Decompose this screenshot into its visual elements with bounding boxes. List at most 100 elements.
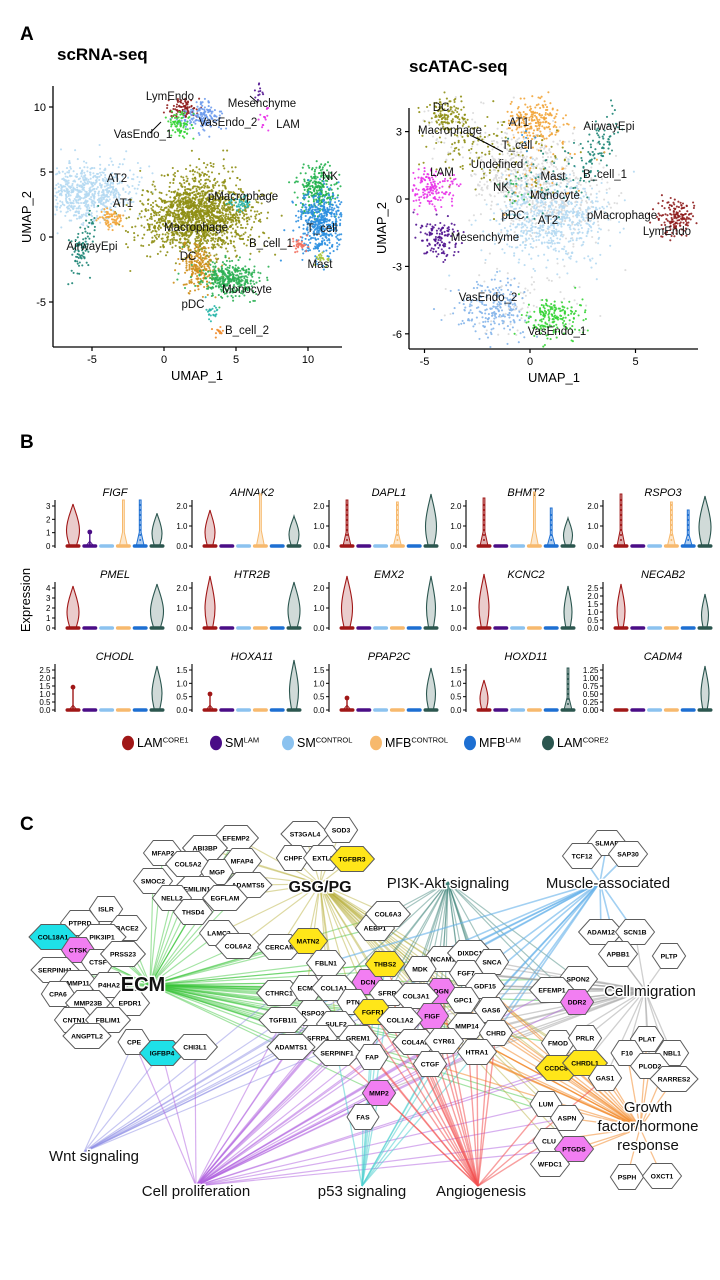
gene-node-FAS: FAS <box>346 1104 380 1130</box>
cluster-pDC <box>204 296 219 323</box>
legend-item-LAM-CORE1: LAMCORE1 <box>122 736 189 751</box>
expression-axis-label: Expression <box>18 568 33 632</box>
svg-text:5: 5 <box>233 354 239 366</box>
hub-label: Cell proliferation <box>142 1183 250 1200</box>
gene-node-EGFLAM: EGFLAM <box>201 885 249 911</box>
panel-b-label: B <box>20 432 34 453</box>
hub-label: GSG/PG <box>288 879 351 896</box>
svg-text:5: 5 <box>40 167 46 179</box>
gene-node-SAP30: SAP30 <box>607 841 649 867</box>
svg-text:-5: -5 <box>420 356 430 368</box>
cluster-label: pDC <box>181 299 204 311</box>
cluster-label: T_cell <box>307 223 338 235</box>
gene-node-COL6A3: COL6A3 <box>364 901 412 927</box>
plot-title: scRNA-seq <box>57 45 148 64</box>
gene-node-CTGF: CTGF <box>412 1051 448 1077</box>
svg-text:0: 0 <box>161 354 167 366</box>
legend-item-SM-LAM: SMLAM <box>210 736 259 751</box>
svg-text:-3: -3 <box>392 261 402 273</box>
gene-node-SCN1B: SCN1B <box>614 919 656 945</box>
cluster-T_cell <box>279 178 343 271</box>
gene-title: PMEL <box>100 569 130 581</box>
cluster-label: AT2 <box>538 215 558 227</box>
cluster-AT2 <box>54 143 154 251</box>
panel-c-label: C <box>20 814 34 835</box>
gene-title: KCNC2 <box>507 569 544 581</box>
gene-title: CADM4 <box>644 651 683 663</box>
hub-label: Wnt signaling <box>49 1148 139 1165</box>
cluster-B_cell_2 <box>210 325 224 339</box>
hub-label: Cell migration <box>604 983 696 1000</box>
gene-node-ST3GAL4: ST3GAL4 <box>280 821 330 847</box>
violin-expression-grid: ExpressionFIGF0123AHNAK20.01.02.0DAPL10.… <box>18 487 713 751</box>
gene-node-GAS1: GAS1 <box>587 1065 623 1091</box>
gene-title: HOXD11 <box>504 651 547 663</box>
svg-text:-5: -5 <box>36 297 46 309</box>
cluster-label: LymEndo <box>146 91 194 103</box>
gene-title: AHNAK2 <box>229 487 274 499</box>
cluster-B_cell_1 <box>288 234 310 254</box>
cluster-label: LAM <box>276 119 300 131</box>
svg-text:-6: -6 <box>392 329 402 341</box>
cluster-VasEndo_2 <box>432 270 539 349</box>
svg-text:10: 10 <box>34 102 46 114</box>
gene-node-PRSS23: PRSS23 <box>99 941 147 967</box>
cluster-speckle <box>153 149 239 216</box>
cluster-label: Mesenchyme <box>451 232 519 244</box>
cluster-VasEndo_1 <box>513 286 589 348</box>
cluster-label: Macrophage <box>418 125 482 137</box>
gene-node-HTRA1: HTRA1 <box>456 1039 498 1065</box>
svg-text:10: 10 <box>302 354 314 366</box>
cluster-pMacrophage <box>225 193 251 214</box>
legend-item-MFB-CONTROL: MFBCONTROL <box>370 736 448 751</box>
cluster-LAM <box>257 106 270 132</box>
svg-text:0: 0 <box>40 232 46 244</box>
cluster-Mesenchyme <box>253 82 265 101</box>
gene-title: DAPL1 <box>372 487 407 499</box>
cluster-label: pDC <box>501 210 524 222</box>
cluster-label: AT1 <box>509 117 529 129</box>
gene-title: FIGF <box>102 487 128 499</box>
gene-node-ANGPTL2: ANGPTL2 <box>62 1023 112 1049</box>
cluster-label: DC <box>433 102 450 114</box>
legend-item-LAM-CORE2: LAMCORE2 <box>542 736 609 751</box>
cluster-Mast <box>313 251 330 268</box>
cluster-label: AirwayEpi <box>66 241 117 253</box>
cluster-VasEndo_2 <box>169 97 228 138</box>
y-axis-label: UMAP_2 <box>374 202 389 254</box>
gene-node-MDK: MDK <box>403 956 437 982</box>
cluster-NK <box>288 160 342 221</box>
x-axis-label: UMAP_1 <box>528 370 580 385</box>
gene-node-FMOD: FMOD <box>540 1030 576 1056</box>
svg-text:0: 0 <box>396 194 402 206</box>
gene-title: BHMT2 <box>507 487 544 499</box>
cluster-Monocyte <box>176 245 270 309</box>
gene-title: EMX2 <box>374 569 404 581</box>
hub-label: p53 signaling <box>318 1183 406 1200</box>
gene-node-CHI3L1: CHI3L1 <box>171 1034 219 1060</box>
cluster-label: Monocyte <box>222 284 272 296</box>
gene-node-MATN2: MATN2 <box>287 928 329 954</box>
gene-node-TGFB1I1: TGFB1I1 <box>258 1007 308 1033</box>
cluster-label: NK <box>493 182 509 194</box>
hub-label: ECM <box>121 974 165 996</box>
cluster-label: B_cell_1 <box>583 169 627 181</box>
cluster-label: AirwayEpi <box>583 121 634 133</box>
hub-label: Growth <box>624 1099 672 1116</box>
cluster-AirwayEpi <box>563 99 624 200</box>
gene-title: NECAB2 <box>641 569 685 581</box>
cluster-LymEndo <box>647 194 698 242</box>
gene-node-ADAMTS1: ADAMTS1 <box>266 1034 316 1060</box>
cluster-label: VasEndo_1 <box>114 129 173 141</box>
cluster-AT1 <box>506 91 576 156</box>
